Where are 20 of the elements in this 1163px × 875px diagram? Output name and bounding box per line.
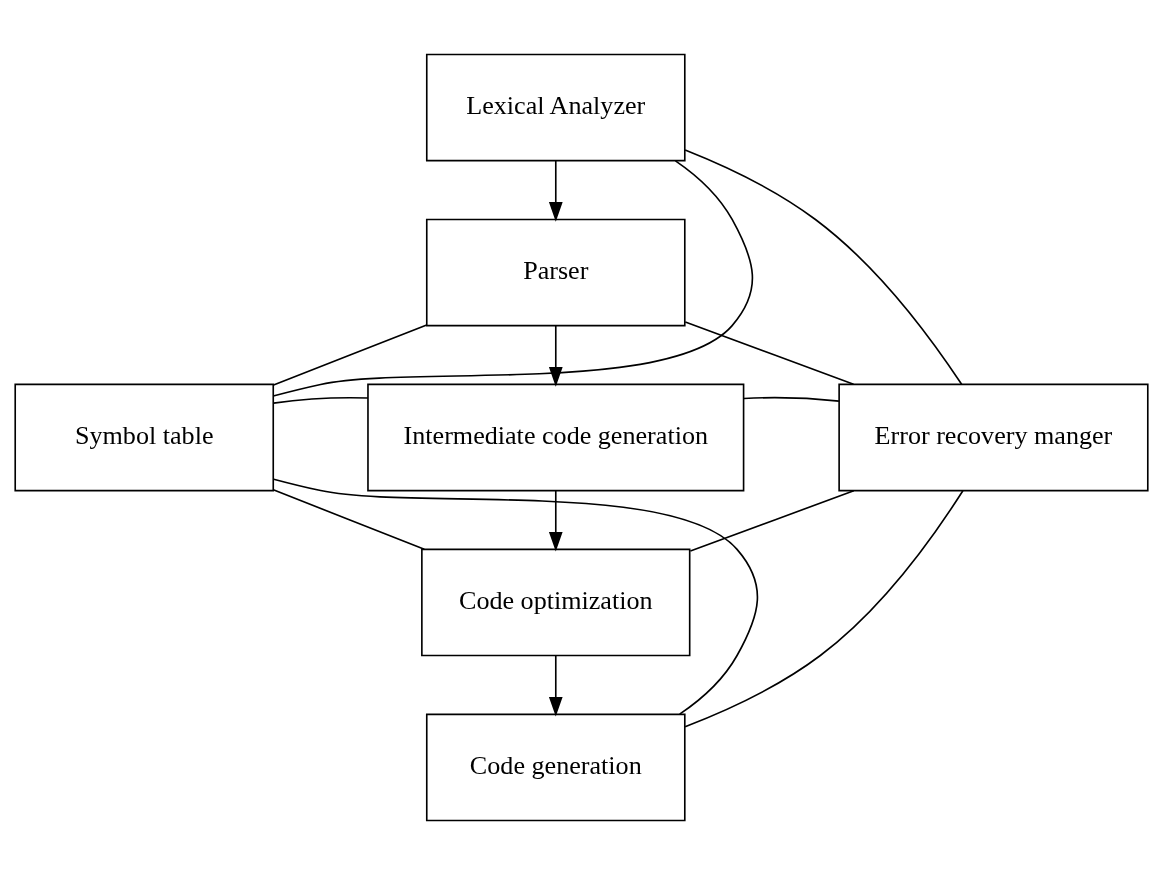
arrow bbox=[548, 654, 563, 717]
node-box: Code generation bbox=[425, 713, 686, 822]
connector bbox=[272, 478, 759, 715]
connector bbox=[272, 489, 426, 550]
node-box: Error recovery manger bbox=[838, 383, 1149, 492]
connector bbox=[689, 489, 855, 552]
connector bbox=[743, 396, 840, 402]
arrow bbox=[548, 160, 563, 222]
node-box: Symbol table bbox=[14, 383, 275, 492]
node-box: Lexical Analyzer bbox=[425, 53, 686, 162]
connector bbox=[684, 149, 963, 386]
connector bbox=[684, 321, 855, 385]
connector bbox=[272, 324, 428, 386]
connector bbox=[272, 160, 754, 397]
node-box: Code optimization bbox=[421, 548, 691, 657]
arrow bbox=[548, 489, 563, 552]
connector bbox=[684, 490, 964, 728]
node-box: Intermediate code generation bbox=[367, 383, 745, 492]
connector bbox=[272, 396, 369, 404]
node-box: Parser bbox=[425, 218, 686, 327]
